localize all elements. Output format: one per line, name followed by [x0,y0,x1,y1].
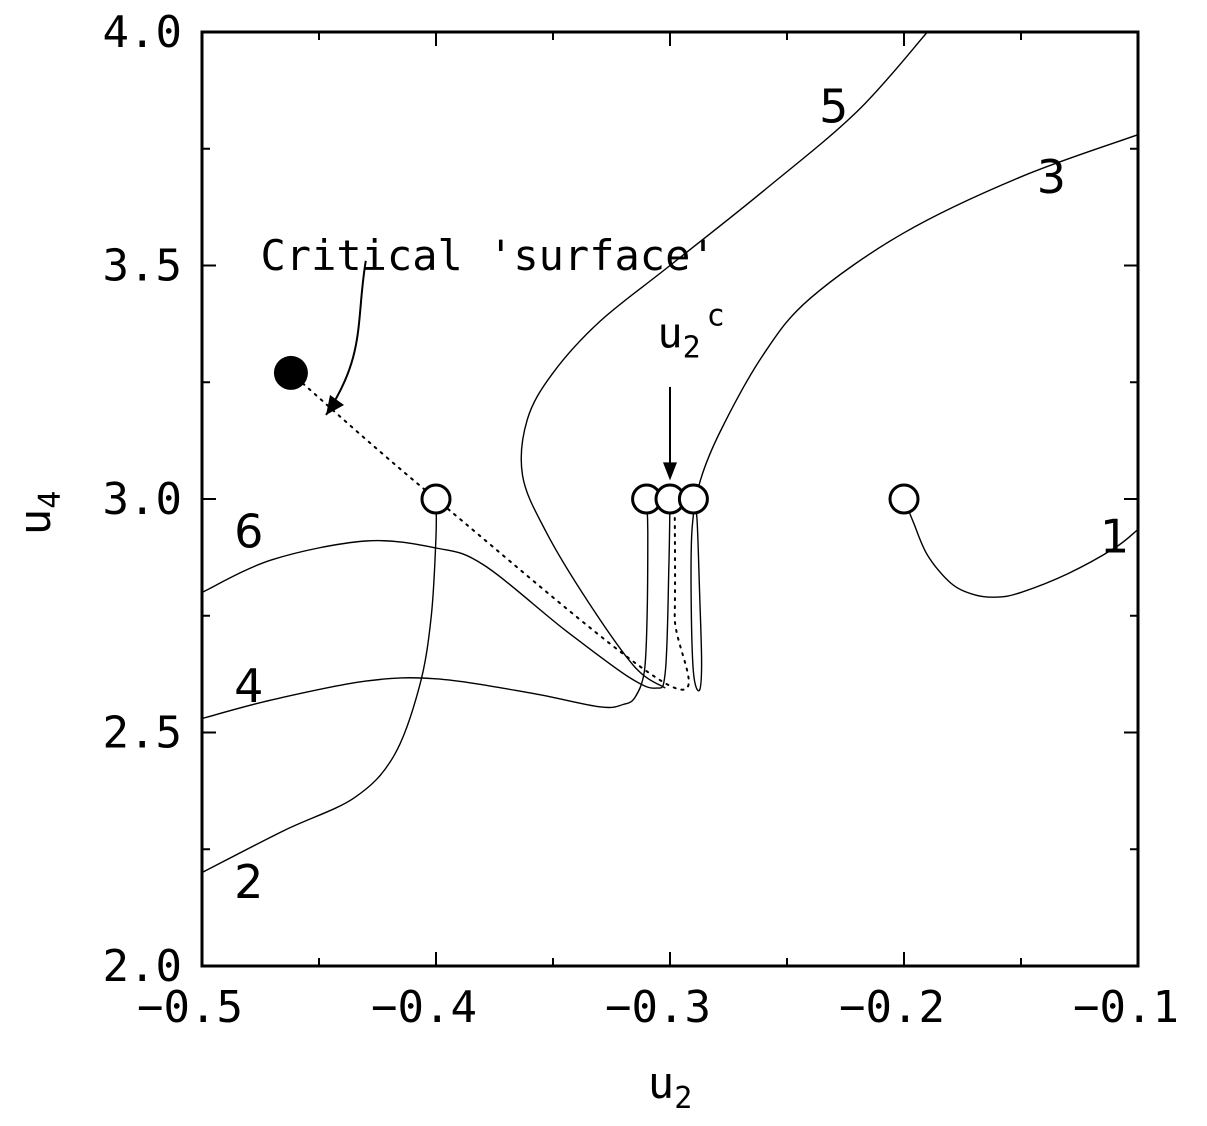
open-marker-0 [420,483,452,515]
open-marker-3 [677,483,709,515]
y-tick-label: 4.0 [103,7,182,58]
critical-surface-line [289,371,690,691]
curve-1 [903,498,1138,598]
curve-label-3: 3 [1037,150,1066,204]
curve-3 [690,134,1138,692]
x-tick-label: −0.3 [605,982,711,1033]
filled-marker [273,355,308,390]
critical-surface-annotation: Critical 'surface' [261,231,716,280]
curve-6 [202,498,671,689]
curve-4 [202,498,649,720]
curve-2 [202,498,438,874]
annotations-layer: Critical 'surface' u2c [261,231,725,481]
y-tick-label: 2.5 [103,708,182,759]
critical-surface-layer [289,371,690,691]
x-tick-label: −0.4 [371,982,477,1033]
curve-label-6: 6 [234,505,263,559]
x-tick-label: −0.2 [839,982,945,1033]
u2c-annotation: u2c [657,299,724,366]
curve-label-4: 4 [234,659,263,713]
open-marker-4 [888,483,920,515]
y-tick-label: 2.0 [103,941,182,992]
critical-surface-arrowhead [326,394,345,415]
y-tick-label: 3.5 [103,241,182,292]
ticks-layer: −0.5 −0.4 −0.3 −0.2 −0.1 2.0 2.5 3.0 3.5 4.0 [103,7,1179,1033]
markers-layer [273,355,920,515]
curve-5 [520,32,928,689]
y-axis-label: u4 [10,491,68,536]
u2c-arrowhead [663,462,677,481]
y-tick-label: 3.0 [103,474,182,525]
curve-label-1: 1 [1100,509,1129,563]
critical-surface-arrow [325,260,367,416]
curve-labels-layer: 1 2 3 4 5 6 [234,80,1129,909]
x-axis-label: u2 [648,1058,693,1116]
curve-label-5: 5 [819,80,848,134]
x-tick-label: −0.5 [137,982,243,1033]
curve-label-2: 2 [234,855,263,909]
x-tick-label: −0.1 [1073,982,1179,1033]
